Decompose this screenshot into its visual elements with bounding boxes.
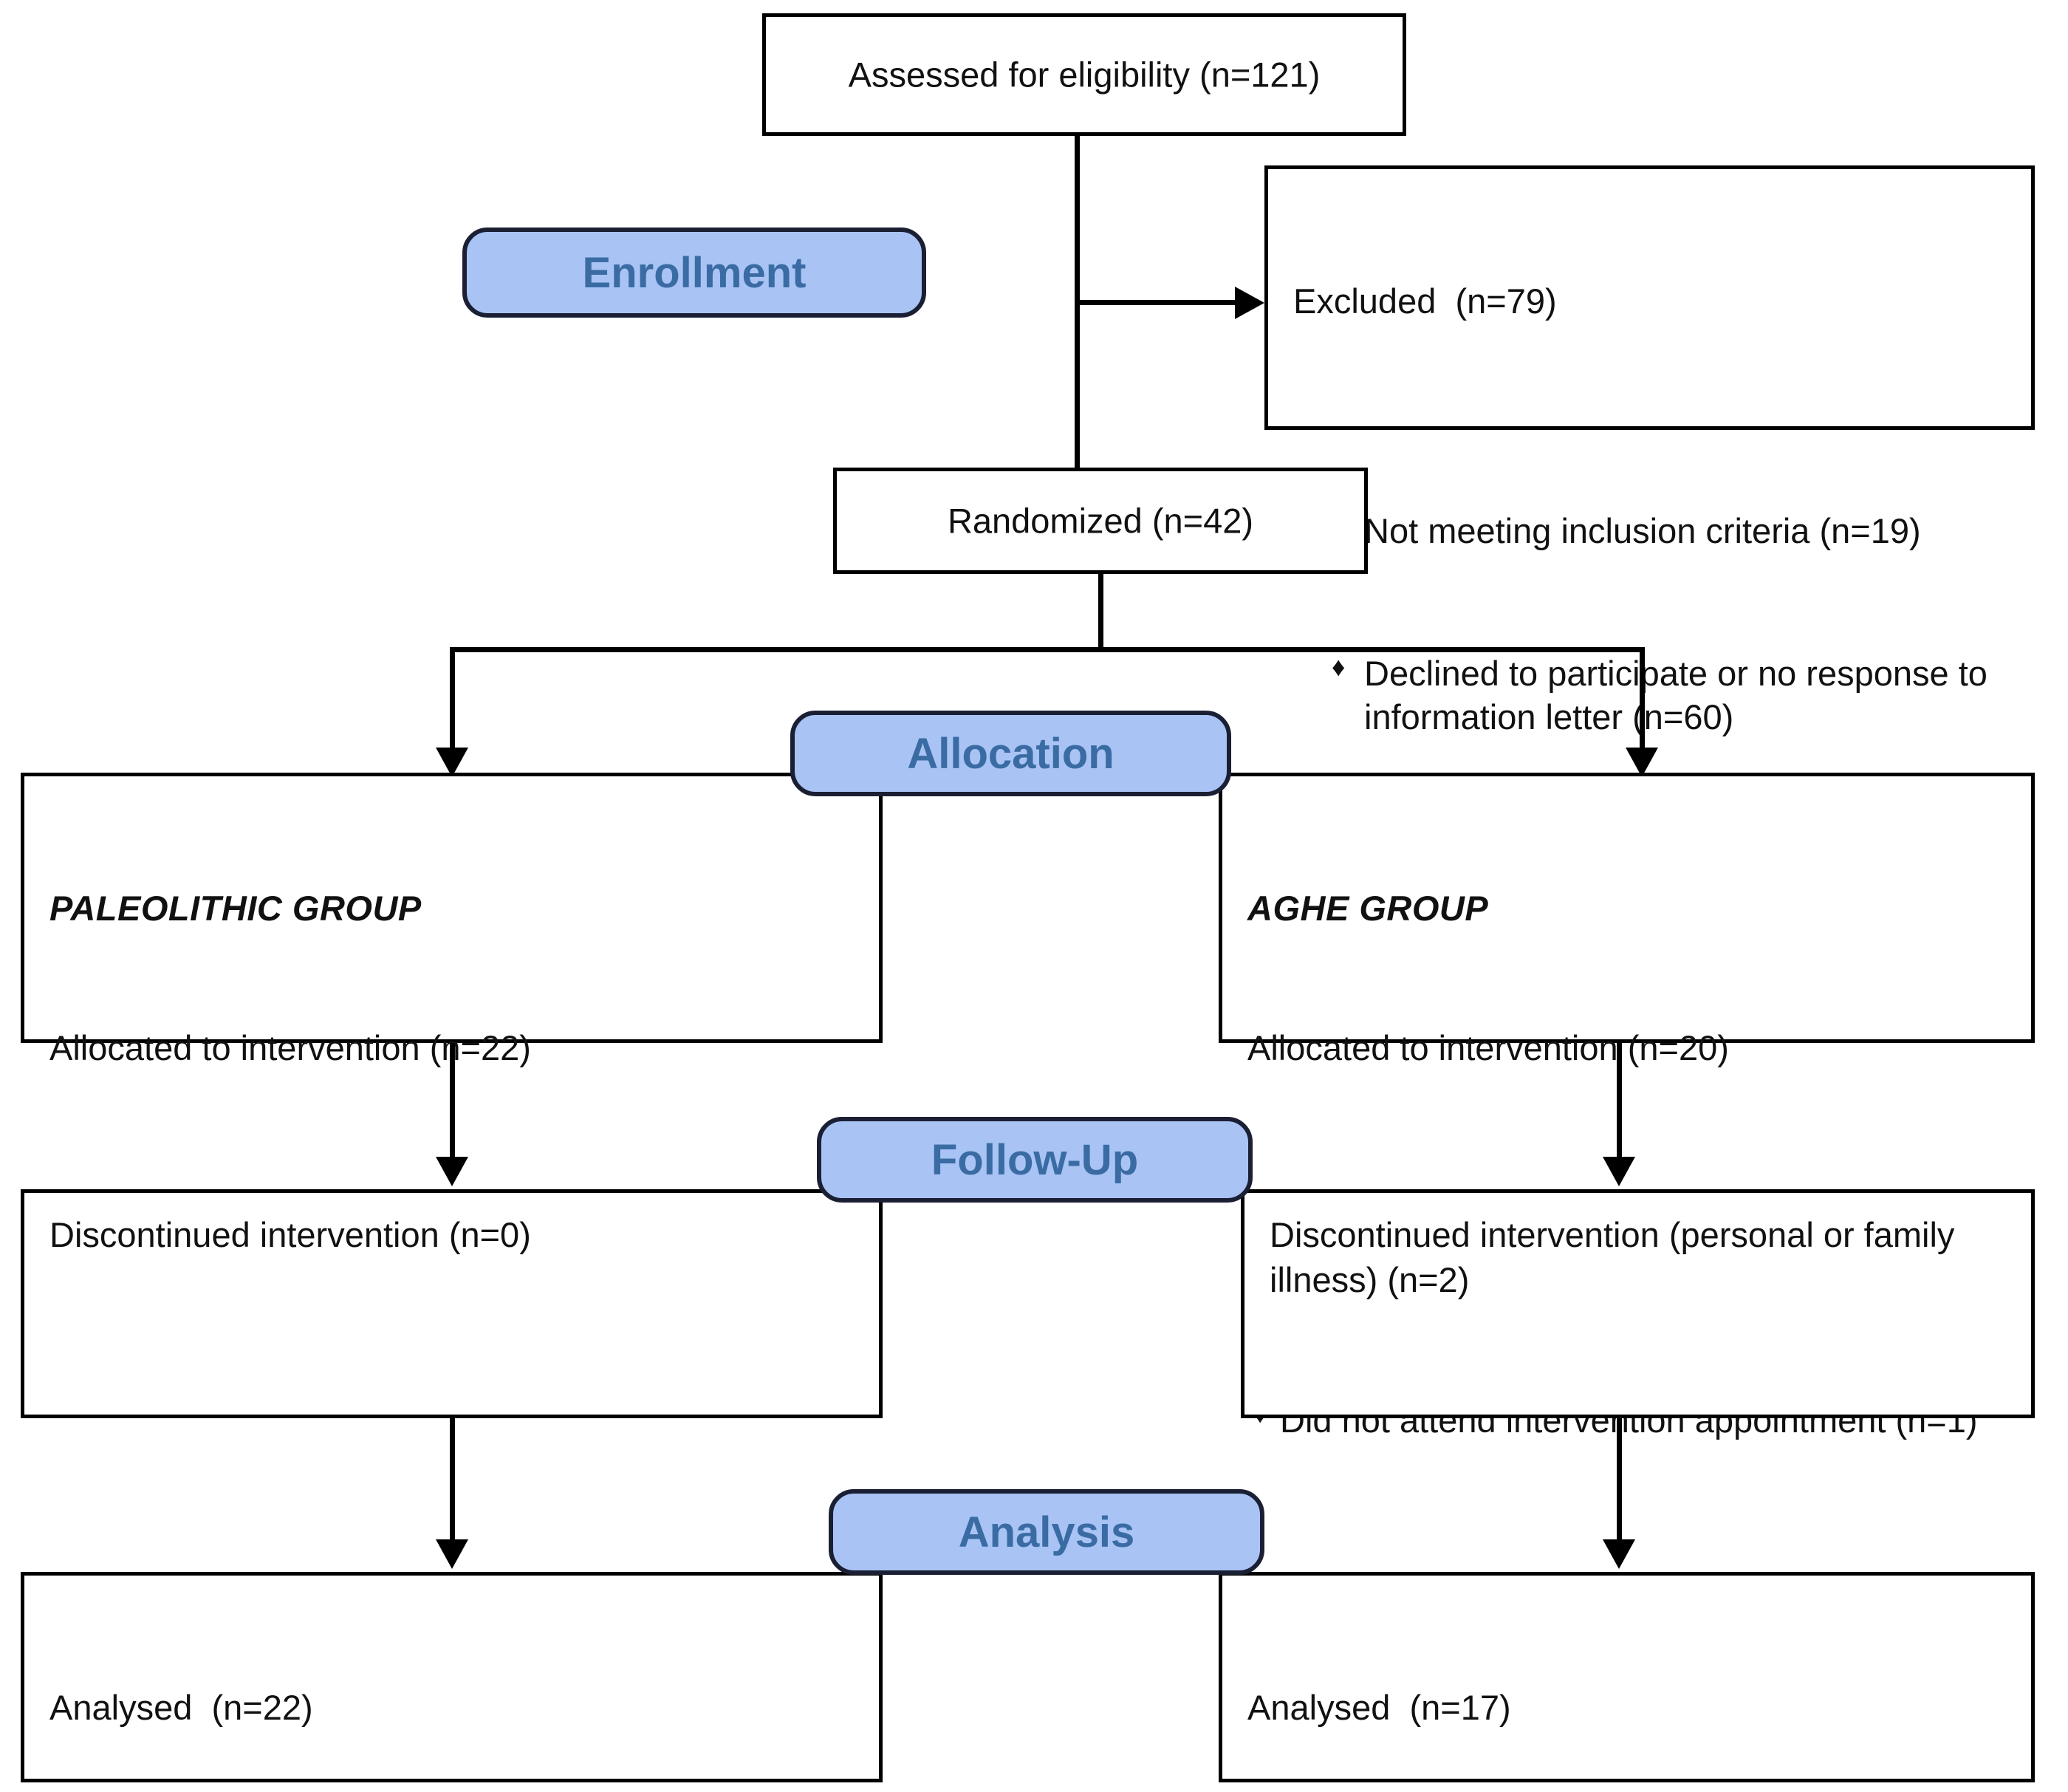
allocated-paleolithic: Allocated to intervention (n=22): [49, 1028, 531, 1068]
analysis-box-paleolithic: Analysed (n=22) Excluded from analysis (…: [21, 1572, 883, 1782]
assessed-for-eligibility-text: Assessed for eligibility (n=121): [848, 55, 1321, 95]
group-title-aghe: AGHE GROUP: [1247, 889, 1489, 929]
stage-label-followup: Follow-Up: [817, 1117, 1253, 1203]
stage-label-allocation-text: Allocation: [907, 729, 1115, 778]
arrow-to-aghe-followup: [1603, 1157, 1635, 1186]
arrow-to-paleolithic-analysis: [436, 1539, 468, 1569]
connector-split-left-down: [450, 647, 455, 752]
followup-box-aghe: Discontinued intervention (personal or f…: [1241, 1189, 2035, 1418]
arrow-to-aghe-allocation: [1626, 748, 1658, 777]
analysis-aghe-content: Analysed (n=17) Excluded from analysis (…: [1247, 1595, 2013, 1792]
stage-label-allocation: Allocation: [790, 711, 1231, 796]
connector-paleolithic-allocation-to-followup: [450, 1043, 455, 1161]
excluded-reason-list: Not meeting inclusion criteria (n=19) De…: [1293, 418, 2013, 838]
followup-paleolithic-text: Discontinued intervention (n=0): [49, 1215, 531, 1254]
stage-label-analysis-text: Analysis: [958, 1508, 1135, 1556]
followup-box-paleolithic: Discontinued intervention (n=0): [21, 1189, 883, 1418]
analysed-paleolithic: Analysed (n=22): [49, 1688, 313, 1728]
stage-label-enrollment: Enrollment: [462, 228, 926, 318]
stage-label-followup-text: Follow-Up: [931, 1135, 1139, 1184]
connector-paleolithic-followup-to-analysis: [450, 1418, 455, 1544]
analysis-box-aghe: Analysed (n=17) Excluded from analysis (…: [1219, 1572, 2035, 1782]
connector-assessed-to-excluded: [1075, 300, 1239, 305]
connector-randomized-stem: [1098, 574, 1103, 649]
excluded-heading: Excluded (n=79): [1293, 281, 1557, 321]
arrow-to-excluded-box: [1235, 287, 1264, 319]
arrow-to-paleolithic-followup: [436, 1157, 468, 1186]
arrow-to-aghe-analysis: [1603, 1539, 1635, 1569]
excluded-reason-item: Declined to participate or no response t…: [1293, 650, 2013, 739]
allocation-box-aghe: AGHE GROUP Allocated to intervention (n=…: [1219, 773, 2035, 1440]
group-title-paleolithic: PALEOLITHIC GROUP: [49, 889, 422, 929]
allocated-aghe: Allocated to intervention (n=20): [1247, 1028, 1729, 1068]
assessed-for-eligibility-box: Assessed for eligibility (n=121): [762, 13, 1406, 136]
stage-label-enrollment-text: Enrollment: [582, 248, 807, 297]
allocation-box-paleolithic: PALEOLITHIC GROUP Allocated to intervent…: [21, 773, 883, 1297]
connector-aghe-followup-to-analysis: [1617, 1418, 1622, 1544]
connector-aghe-allocation-to-followup: [1617, 1043, 1622, 1161]
randomized-box: Randomized (n=42): [833, 468, 1368, 574]
analysed-aghe: Analysed (n=17): [1247, 1688, 1511, 1728]
analysis-paleolithic-content: Analysed (n=22) Excluded from analysis (…: [49, 1595, 861, 1792]
connector-randomized-split-bar: [450, 647, 1645, 652]
stage-label-analysis: Analysis: [829, 1489, 1264, 1575]
randomized-text: Randomized (n=42): [947, 501, 1254, 541]
connector-split-right-down: [1640, 647, 1645, 752]
followup-aghe-text: Discontinued intervention (personal or f…: [1270, 1215, 1965, 1300]
excluded-content: Excluded (n=79) Not meeting inclusion cr…: [1293, 188, 2013, 929]
arrow-to-paleolithic-allocation: [436, 748, 468, 777]
excluded-box: Excluded (n=79) Not meeting inclusion cr…: [1264, 165, 2035, 736]
excluded-reason-item: Not meeting inclusion criteria (n=19): [1293, 507, 2013, 553]
